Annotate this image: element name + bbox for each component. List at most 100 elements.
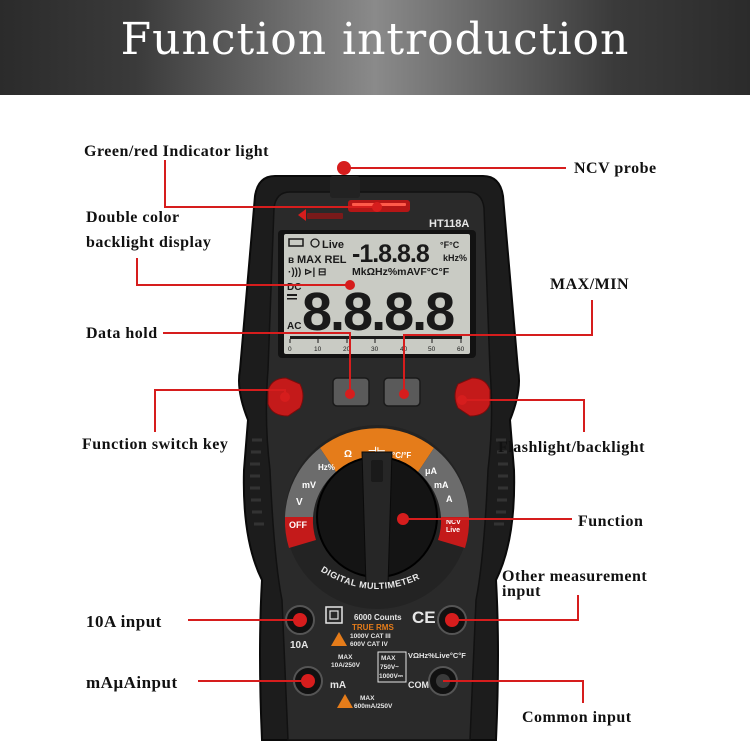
callout-function-switch: Function switch key — [82, 436, 229, 453]
callout-dots — [280, 202, 467, 525]
leader-other — [452, 595, 579, 621]
knob-pointer-notch — [371, 460, 383, 482]
double-insulation-inner-icon — [329, 610, 339, 620]
brand-logo — [298, 209, 343, 221]
flashlight-backlight-key[interactable] — [454, 377, 491, 417]
leader-common — [443, 680, 584, 703]
lcd-khz: kHz% — [443, 253, 467, 263]
page-title: Function introduction — [120, 14, 630, 65]
dial-ma-label: mA — [434, 480, 449, 490]
timer-icon — [310, 238, 320, 248]
dot-function — [397, 513, 409, 525]
port-ma-label: mA — [330, 680, 346, 691]
cat-rating-1: 1000V CAT III — [350, 633, 391, 640]
battery-icon — [288, 238, 304, 247]
dial-off-segment — [284, 517, 316, 548]
callout-data-hold: Data hold — [86, 325, 158, 342]
scale-label: 30 — [371, 346, 379, 353]
scale-label: 50 — [428, 346, 436, 353]
lcd-symbols-icon: ·))) ⊳| ⊟ — [288, 267, 326, 278]
warning-triangle-icon-2 — [337, 694, 353, 708]
callout-leaders — [136, 160, 593, 703]
max-10a-label: MAX — [338, 654, 353, 661]
callout-common-input: Common input — [522, 709, 632, 726]
callout-flashlight: Flashlight/backlight — [498, 439, 645, 456]
dial-grey-segment-right — [418, 448, 469, 517]
port-com-label: COM — [408, 680, 429, 690]
callout-other-measurement: Other measurement — [502, 568, 648, 585]
dot-backlight — [345, 280, 355, 290]
callout-function: Function — [578, 513, 644, 530]
callout-ma-input: mAμAinput — [86, 673, 178, 692]
lcd-top-digits: -1.8.8.8 — [352, 240, 430, 268]
max-v-ac: 750V~ — [380, 664, 399, 671]
model-label: HT118A — [429, 218, 469, 230]
dial-ncv-label: NCV — [446, 519, 461, 526]
dial-live-label: Live — [446, 527, 460, 534]
dot-max-min — [399, 389, 409, 399]
grip-ridges-left — [250, 438, 264, 526]
leader-flashlight — [462, 399, 585, 432]
scale-label: 20 — [343, 346, 351, 353]
dial-ohm-label: Ω — [344, 449, 352, 460]
port-10a-label: 10A — [290, 640, 308, 651]
lcd-dc: DC — [287, 282, 301, 293]
lcd-screen — [284, 234, 470, 354]
lcd-ac: AC — [287, 321, 301, 332]
leader-backlight — [136, 258, 350, 286]
lcd-temp-units: °F°C — [440, 240, 460, 250]
callout-backlight-display: backlight display — [86, 234, 212, 251]
callout-other-input: input — [502, 583, 541, 600]
double-insulation-icon — [325, 606, 343, 624]
callout-ncv-probe: NCV probe — [574, 160, 657, 177]
max-ma-label: MAX — [360, 695, 375, 702]
max-v-dc: 1000V⎓ — [379, 673, 404, 680]
dial-orange-segment — [320, 428, 434, 472]
lcd-units-row: MkΩHz%mAVF°C°F — [352, 266, 450, 278]
dc-dash-icon — [287, 298, 297, 300]
dial-off-label: OFF — [289, 520, 307, 530]
dial-ua-label: μA — [425, 466, 438, 476]
title-banner: Function introduction — [0, 0, 750, 95]
true-rms-label: TRUE RMS — [352, 623, 394, 632]
callout-double-color: Double color — [86, 209, 180, 226]
knob-handle — [361, 451, 393, 586]
dial-grey-segment-left — [285, 448, 336, 517]
max-v-label: MAX — [381, 655, 396, 662]
dial-a-label: A — [446, 494, 453, 504]
scale-label: 60 — [457, 346, 465, 353]
dot-function-switch — [280, 392, 290, 402]
dial-hz-label: Hz% — [318, 463, 335, 472]
cat-rating-2: 600V CAT IV — [350, 641, 388, 648]
max-ma-value: 600mA/250V — [354, 703, 393, 710]
lcd-content: Live -1.8.8.8 °F°C ʙ MAX REL kHz% ·))) ⊳… — [287, 238, 467, 353]
lcd-live: Live — [322, 239, 344, 251]
voltage-box — [377, 651, 407, 683]
max-10a-value: 10A/250V — [331, 662, 361, 669]
scale-label: 10 — [314, 346, 322, 353]
bar-graph-scale — [290, 336, 462, 339]
scale-label: 0 — [288, 346, 292, 353]
leader-indicator — [164, 160, 377, 208]
callout-indicator-light: Green/red Indicator light — [84, 143, 269, 160]
dot-data-hold — [345, 389, 355, 399]
dc-bar-icon — [287, 294, 297, 296]
leader-data-hold — [163, 332, 351, 392]
counts-label: 6000 Counts — [354, 613, 402, 622]
dot-indicator — [372, 202, 382, 212]
leader-max-min — [403, 300, 593, 392]
grip-ridges-right — [494, 438, 508, 526]
dial-ncv-segment — [438, 517, 470, 548]
callout-max-min: MAX/MIN — [550, 276, 630, 293]
lcd-max-rel: MAX REL — [297, 254, 347, 266]
ce-mark-icon: CE — [412, 608, 436, 627]
callout-10a-input: 10A input — [86, 612, 162, 631]
warning-triangle-icon — [331, 632, 347, 646]
port-v-label: VΩHz%Live°C°F — [408, 651, 466, 660]
ncv-probe-housing — [330, 176, 360, 198]
dot-flashlight — [457, 395, 467, 405]
dial-v-label: V — [296, 497, 303, 508]
dial-mv-label: mV — [302, 480, 316, 490]
dial-temp-label: °C/°F — [392, 451, 411, 460]
